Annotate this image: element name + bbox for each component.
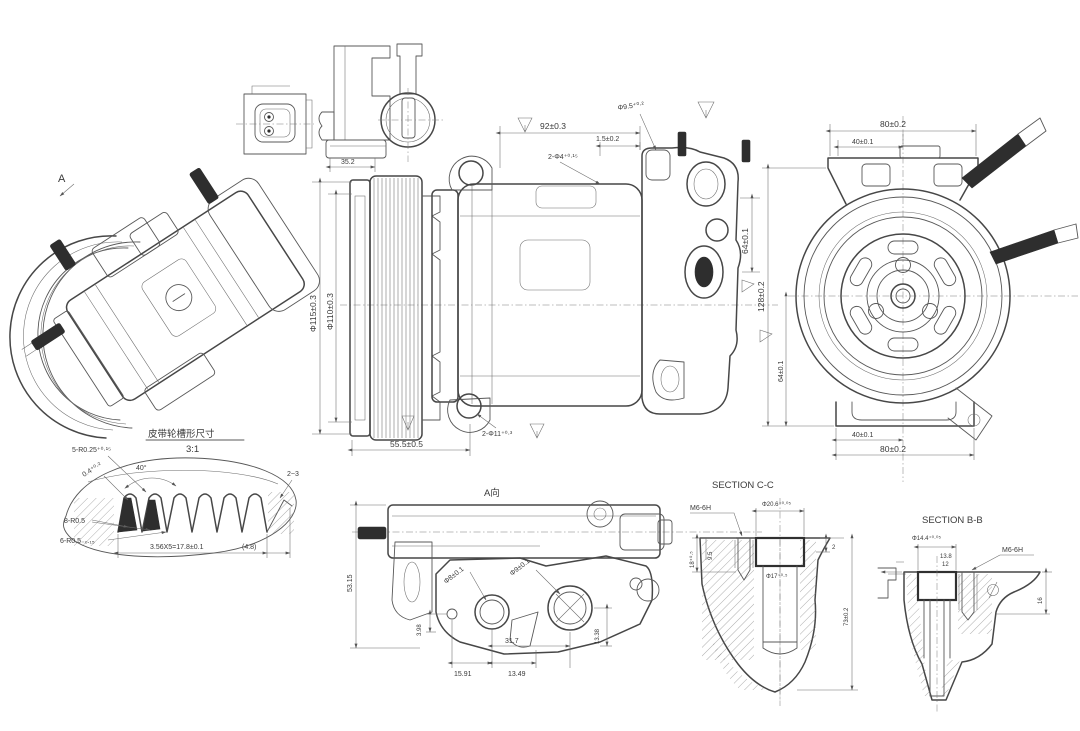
groove-detail-title: 皮带轮槽形尺寸 — [148, 428, 215, 440]
mount-lug-detail-views: 35.2 — [318, 43, 444, 172]
a-view-d1-dim: 15.91 — [454, 671, 472, 678]
connector-pin-icon — [264, 112, 274, 122]
pulley-width-dim: 55.5±0.5 — [390, 439, 423, 449]
a-view-title: A向 — [484, 487, 500, 499]
a-view-d4-dim: 13.38 — [595, 628, 601, 644]
front-mount-height-dim: 128±0.2 — [756, 281, 766, 312]
section-cc-view: SECTION C-C M6-6H Φ20.6⁺⁰·⁰⁵ 18⁺⁰·⁵ 9.5 … — [689, 480, 906, 706]
belt-groove-detail: 皮带轮槽形尺寸 3:1 5-R0.25⁺⁰·¹⁵ 0.4⁺⁰·² 40° 8-R… — [60, 428, 299, 558]
section-cc-thread-dim: M6-6H — [690, 505, 711, 512]
a-direction-view: A向 53.15 3.98 31.7 15.91 13.49 13.38 Φ8±… — [347, 487, 762, 678]
groove-root-radius-a-dim: 8-R0.5 — [64, 518, 85, 525]
mount-holes-dim: 2-Φ11⁺⁰·³ — [482, 430, 513, 438]
section-bb-depth-dim: 16 — [1038, 597, 1044, 604]
groove-chamfer-dim: 2~3 — [287, 471, 299, 478]
section-bb-thread-dim: M6-6H — [1002, 547, 1023, 554]
port-spacing-dim: 64±0.1 — [740, 228, 750, 254]
surface-mark-icon — [987, 584, 999, 596]
finish-mark-icon — [741, 279, 755, 293]
section-bb-title: SECTION B-B — [922, 515, 983, 526]
port-dia-dim: Φ9.5⁺⁰·² — [617, 100, 645, 112]
section-cc-step-dim: 2 — [832, 545, 836, 551]
groove-pitch-dim: 3.56X5=17.8±0.1 — [150, 544, 204, 551]
pulley-outer-dia-dim: Φ115±0.3 — [308, 295, 318, 332]
a-view-height-dim: 53.15 — [347, 574, 354, 592]
pulley-inner-dia-dim: Φ110±0.3 — [325, 293, 335, 330]
a-view-port-large-dim: Φ9±0.1 — [509, 558, 532, 578]
oring-groove-detail — [877, 567, 897, 599]
groove-end-ref-dim: (4.8) — [242, 544, 256, 551]
main-side-view: 92±0.3 1.5±0.2 2-Φ4⁺⁰·¹⁵ Φ9.5⁺⁰·² 64±0.1… — [431, 100, 760, 439]
finish-mark-icon — [517, 117, 533, 133]
section-bb-d2-dim: 12 — [942, 562, 949, 568]
front-top-width-dim: 80±0.2 — [880, 119, 906, 129]
front-half-height-dim: 64±0.1 — [778, 361, 785, 382]
finish-mark-icon — [529, 423, 545, 439]
isometric-side-view: A — [9, 167, 320, 439]
overall-width-dim: 92±0.3 — [540, 121, 566, 131]
section-bb-d1-dim: 13.8 — [940, 554, 952, 560]
section-cc-bore-dim: Φ17⁺⁰·⁵ — [766, 573, 788, 580]
groove-root-radius-b-dim: 6-R0.5₋₀.₁₅ — [60, 538, 95, 545]
view-a-label: A — [58, 173, 66, 185]
a-view-d2-dim: 31.7 — [505, 638, 519, 645]
pulley-side-view: Φ115±0.3 Φ110±0.3 55.5±0.5 — [308, 175, 778, 456]
a-view-offset-dim: 3.98 — [417, 624, 423, 636]
lip-dim: 1.5±0.2 — [596, 136, 619, 143]
pin-holes-dim: 2-Φ4⁺⁰·¹⁵ — [548, 153, 578, 161]
a-view-port-small-dim: Φ8±0.1 — [443, 566, 466, 586]
front-top-inner-dim: 40±0.1 — [852, 139, 873, 146]
lug-width-dim: 35.2 — [341, 159, 355, 166]
finish-mark-icon — [759, 329, 773, 343]
view-a-arrow-icon — [59, 183, 75, 197]
section-cc-counterbore-dim: Φ20.6⁺⁰·⁰⁵ — [762, 501, 791, 508]
groove-angle-dim: 40° — [136, 464, 147, 472]
finish-mark-icon — [401, 415, 415, 431]
section-cc-depth-b-dim: 9.5 — [708, 551, 714, 560]
groove-detail-scale: 3:1 — [186, 444, 199, 455]
section-cc-title: SECTION C-C — [712, 480, 774, 491]
section-bb-counterbore-dim: Φ14.4⁺⁰·⁰⁵ — [912, 535, 941, 542]
connector-pin-icon — [264, 126, 274, 136]
finish-mark-icon — [697, 101, 715, 119]
section-cc-depth-a-dim: 18⁺⁰·⁵ — [689, 551, 696, 568]
section-bb-view: SECTION B-B Φ14.4⁺⁰·⁰⁵ 13.8 12 M6-6H 16 — [880, 515, 1052, 712]
connector-detail-view — [236, 85, 314, 155]
a-view-d3-dim: 13.49 — [508, 671, 526, 678]
front-bottom-inner-dim: 40±0.1 — [852, 432, 873, 439]
front-bottom-width-dim: 80±0.2 — [880, 444, 906, 454]
section-cc-total-depth-dim: 73±0.2 — [844, 607, 850, 626]
groove-tip-radius-dim: 5-R0.25⁺⁰·¹⁵ — [72, 446, 111, 454]
front-view: 80±0.2 40±0.1 40±0.1 80±0.2 128±0.2 64±0… — [756, 116, 1079, 482]
